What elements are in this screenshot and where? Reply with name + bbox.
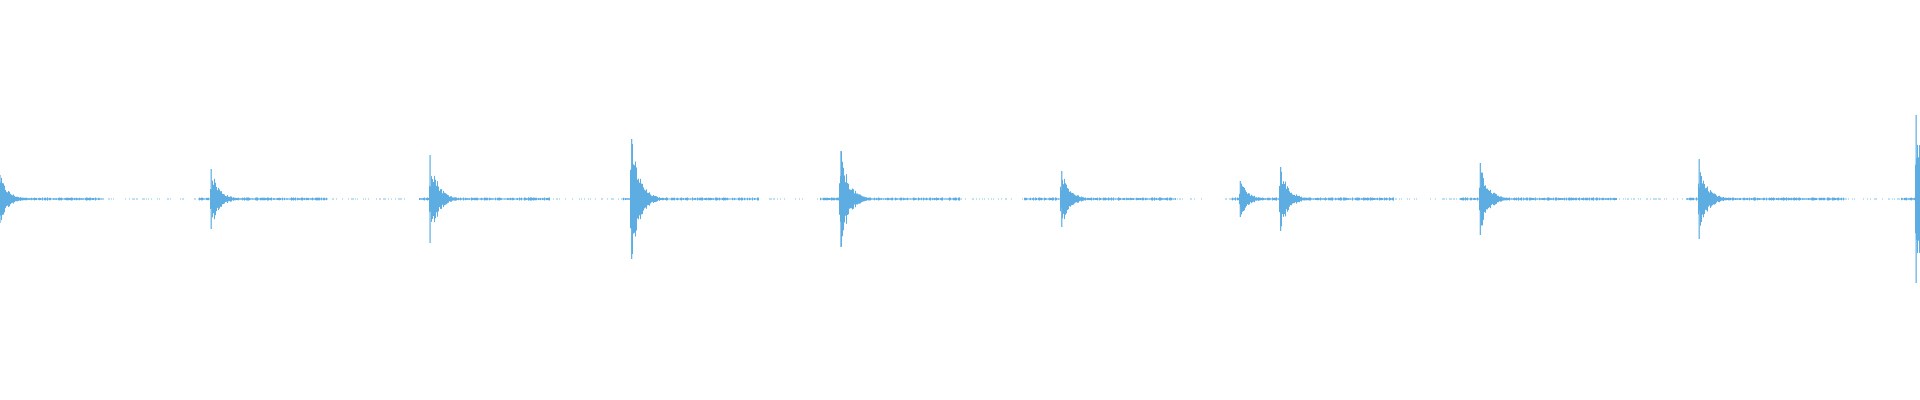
audio-waveform[interactable] xyxy=(0,0,1920,400)
waveform-canvas[interactable] xyxy=(0,0,1920,400)
